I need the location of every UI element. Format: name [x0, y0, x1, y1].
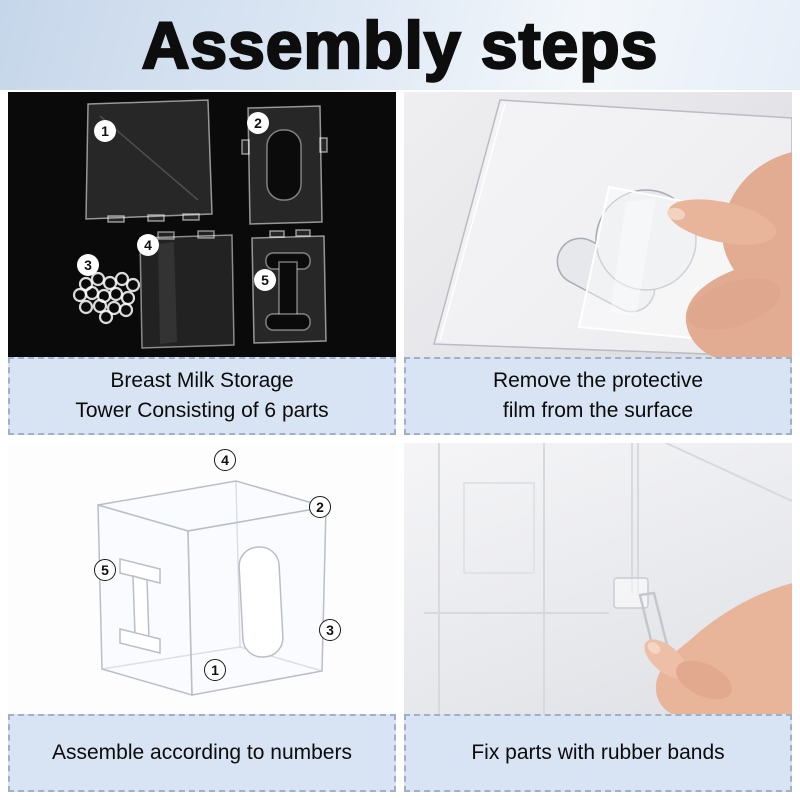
hand	[644, 583, 792, 714]
acrylic-parts-illustration	[72, 99, 328, 349]
assembled-box-illustration	[97, 480, 327, 697]
header-banner: Assembly steps	[0, 0, 800, 90]
i-cutout	[119, 558, 161, 654]
caption-parts-overview: Breast Milk Storage Tower Consisting of …	[8, 357, 396, 435]
caption-line: Assemble according to numbers	[52, 740, 352, 764]
remove-film-illustration	[433, 99, 792, 357]
caption-assemble: Assemble according to numbers	[8, 714, 396, 792]
page-title: Assembly steps	[141, 8, 659, 82]
oblong-cutout	[238, 546, 284, 658]
caption-line: film from the surface	[502, 399, 694, 422]
caption-line: Tower Consisting of 6 parts	[75, 399, 329, 422]
part-number-badge-4: 4	[214, 449, 236, 471]
caption-fix-bands: Fix parts with rubber bands	[404, 714, 792, 792]
rubber-band	[638, 591, 672, 662]
caption-line: Fix parts with rubber bands	[471, 740, 725, 764]
acrylic-structure	[424, 443, 792, 714]
acrylic-box	[97, 480, 327, 697]
part-number-badge-5: 5	[254, 269, 276, 291]
part-number-badge-3: 3	[77, 254, 99, 276]
panel-assemble: 1 2 3 4 5 Assemble according to numbers	[8, 443, 396, 792]
panel-remove-film: Remove the protective film from the surf…	[404, 92, 792, 435]
part-number-badge-1: 1	[204, 659, 226, 681]
rubber-bands-cluster	[72, 271, 141, 325]
fix-bands-photo	[404, 443, 792, 714]
parts-photo: 1 2 3 4 5	[8, 92, 396, 357]
part-number-badge-4: 4	[137, 234, 159, 256]
panel-fix-bands: Fix parts with rubber bands	[404, 443, 792, 792]
acrylic-panel-5	[251, 229, 327, 344]
steps-grid: 1 2 3 4 5 Breast Milk Storage Tower Cons…	[0, 90, 800, 800]
caption-line: Breast Milk Storage	[110, 368, 294, 392]
part-number-badge-5: 5	[94, 559, 116, 581]
part-number-badge-2: 2	[309, 496, 331, 518]
assemble-photo: 1 2 3 4 5	[8, 443, 396, 714]
remove-film-photo	[404, 92, 792, 357]
panel-parts-overview: 1 2 3 4 5 Breast Milk Storage Tower Cons…	[8, 92, 396, 435]
fix-bands-illustration	[424, 443, 792, 714]
caption-line: Remove the protective	[492, 368, 704, 392]
acrylic-panel-4	[139, 230, 235, 349]
part-number-badge-2: 2	[247, 112, 269, 134]
part-number-badge-1: 1	[94, 120, 116, 142]
part-number-badge-3: 3	[319, 619, 341, 641]
hand	[667, 152, 792, 357]
acrylic-panel-2	[241, 105, 328, 225]
acrylic-panel-1	[85, 99, 213, 223]
caption-remove-film: Remove the protective film from the surf…	[404, 357, 792, 435]
